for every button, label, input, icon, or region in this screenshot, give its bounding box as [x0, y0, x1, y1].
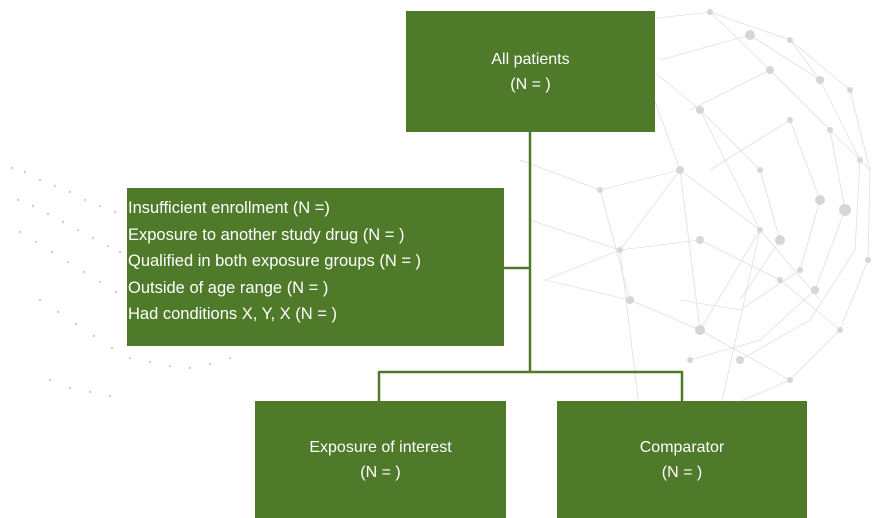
exclusion-criteria-box: Insufficient enrollment (N =) Exposure t… — [127, 188, 504, 346]
comparator-count: (N = ) — [661, 463, 703, 481]
all-patients-box: All patients (N = ) — [406, 11, 655, 132]
comparator-title: Comparator — [639, 438, 725, 456]
all-patients-count: (N = ) — [510, 75, 551, 93]
exclusion-item-other-drug: Exposure to another study drug (N = ) — [128, 225, 405, 244]
all-patients-title: All patients — [491, 50, 570, 68]
exclusion-item-both-groups: Qualified in both exposure groups (N = ) — [128, 252, 422, 271]
exclusion-item-enrollment: Insufficient enrollment (N =) — [128, 199, 330, 217]
particle-wave-graphic — [10, 166, 232, 398]
exposure-count: (N = ) — [360, 463, 401, 481]
exclusion-item-age-range: Outside of age range (N = ) — [128, 278, 329, 297]
comparator-box: Comparator (N = ) — [557, 401, 807, 518]
exclusion-item-conditions: Had conditions X, Y, X (N = ) — [128, 305, 337, 324]
exposure-of-interest-box: Exposure of interest (N = ) — [255, 401, 506, 518]
exposure-title: Exposure of interest — [309, 438, 452, 456]
